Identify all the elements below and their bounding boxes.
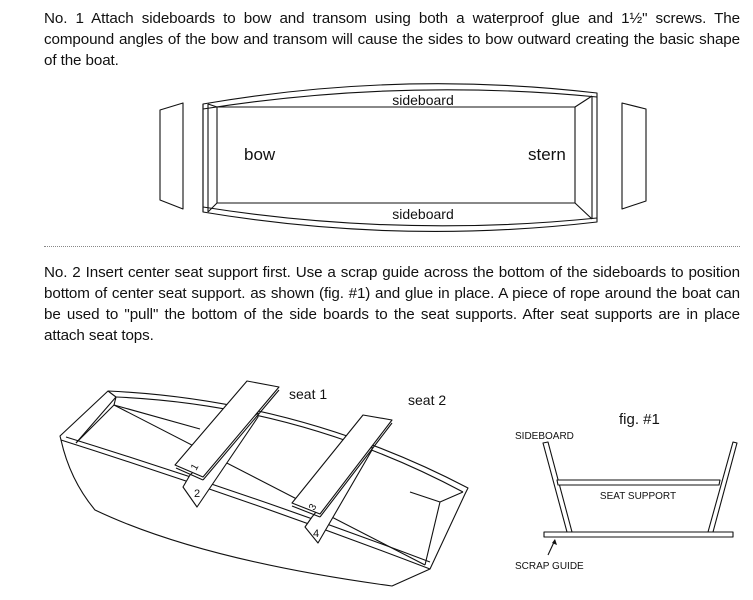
top-view-diagram: sideboard sideboard bow stern <box>159 83 647 232</box>
label-seat-1: seat 1 <box>289 386 327 402</box>
label-sideboard-bottom: sideboard <box>392 206 454 222</box>
right-sideboard <box>707 441 738 533</box>
fig-1-title: fig. #1 <box>619 411 660 428</box>
perspective-boat-diagram: 1 2 3 4 seat 1 seat 2 <box>59 380 469 587</box>
section-divider <box>44 246 740 247</box>
scrap-guide <box>543 531 734 538</box>
left-sideboard <box>542 441 573 533</box>
stern-transom-piece <box>621 102 647 210</box>
step-2-instructions: No. 2 Insert center seat support first. … <box>44 264 740 344</box>
label-scrap-guide: SCRAP GUIDE <box>515 561 584 572</box>
label-seat-2: seat 2 <box>408 392 446 408</box>
seat-top-1 <box>174 380 280 478</box>
label-sideboard: SIDEBOARD <box>515 431 574 442</box>
part-number-1: 1 <box>189 462 202 473</box>
label-stern: stern <box>528 145 566 164</box>
label-sideboard-top: sideboard <box>392 92 454 108</box>
bow-transom-piece <box>159 102 184 210</box>
fig-1-diagram: fig. #1 SIDEBOARD SEAT SUPPORT SCRAP GUI… <box>515 411 738 572</box>
seat-support <box>556 479 721 486</box>
part-number-4: 4 <box>313 528 319 540</box>
boat-hull <box>59 390 469 587</box>
part-number-2: 2 <box>194 488 200 500</box>
seat-top-2 <box>291 414 393 515</box>
part-number-3: 3 <box>307 502 320 513</box>
boat-floor <box>216 106 576 204</box>
label-seat-support: SEAT SUPPORT <box>600 491 676 502</box>
step-1-instructions: No. 1 Attach sideboards to bow and trans… <box>44 10 740 69</box>
label-bow: bow <box>244 145 276 164</box>
